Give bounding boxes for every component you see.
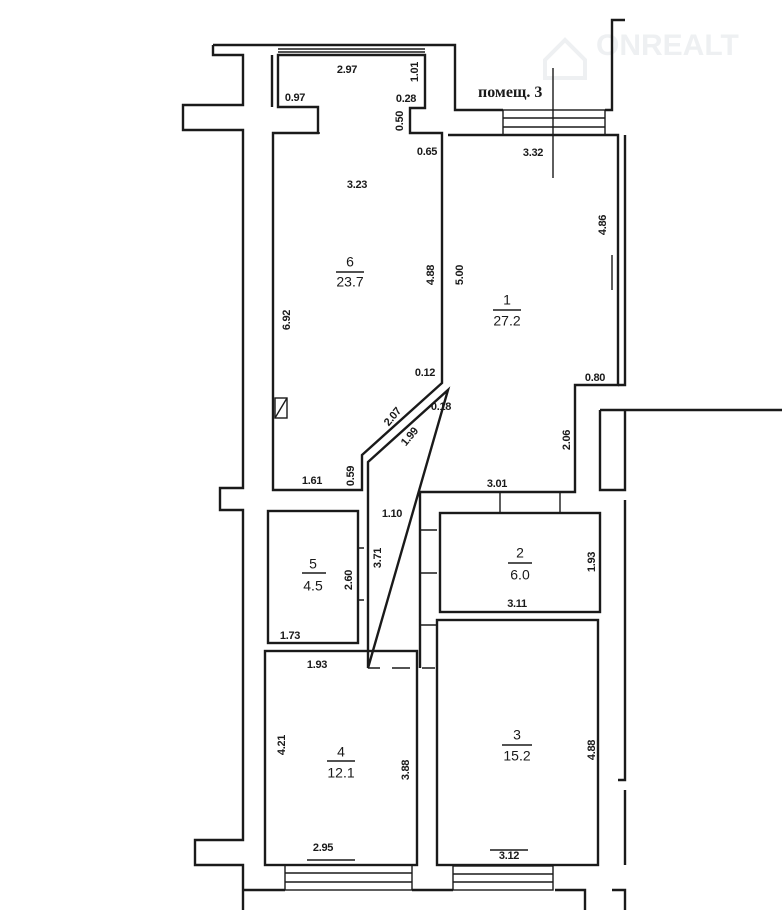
dimension-label: 0.59 <box>345 466 357 486</box>
dimension-label: 2.97 <box>337 64 357 76</box>
room-number: 4 <box>337 744 345 760</box>
vent-shaft <box>274 397 288 419</box>
dimension-label: 1.99 <box>399 425 421 448</box>
room-area: 12.1 <box>327 765 354 781</box>
dimension-label: 2.07 <box>382 405 404 428</box>
dimension-label: 3.01 <box>487 478 507 490</box>
room-number: 2 <box>516 545 524 561</box>
dimension-label: 4.88 <box>586 740 598 760</box>
room-number: 6 <box>346 254 354 270</box>
room-area: 4.5 <box>303 578 323 594</box>
dimension-label: 0.12 <box>415 367 435 379</box>
room-number: 1 <box>503 292 511 308</box>
room-number: 3 <box>513 727 521 743</box>
dimension-label: 1.10 <box>382 508 402 520</box>
dimension-label: 1.73 <box>280 630 300 642</box>
dimension-label: 1.93 <box>586 552 598 572</box>
dimension-label: 2.06 <box>561 430 573 450</box>
dimension-label: 3.88 <box>400 760 412 780</box>
dimension-label: 0.80 <box>585 372 605 384</box>
dimension-labels: 2.97 1.01 0.97 0.28 0.50 0.65 3.32 3.23 … <box>276 62 609 862</box>
room-number: 5 <box>309 556 317 572</box>
dimension-label: 3.71 <box>372 548 384 568</box>
dimension-label: 3.23 <box>347 179 367 191</box>
dimension-label: 3.32 <box>523 147 543 159</box>
room-area: 27.2 <box>493 313 520 329</box>
dimension-label: 2.95 <box>313 842 333 854</box>
window-room-4 <box>284 864 413 891</box>
dimension-label: 4.21 <box>276 735 288 755</box>
room-area: 6.0 <box>510 567 530 583</box>
watermark-brand: ONREALT <box>596 29 739 62</box>
dimension-label: 0.18 <box>431 401 451 413</box>
adjacent-premises-label: помещ. 3 <box>478 84 542 101</box>
dimension-label: 0.97 <box>285 92 305 104</box>
dimension-label: 4.86 <box>597 215 609 235</box>
room-5-label: 5 4.5 <box>302 556 326 594</box>
watermark-logo: ONREALT <box>543 29 739 80</box>
room-area: 23.7 <box>336 274 363 290</box>
room-2-outline <box>438 511 602 614</box>
dimension-label: 0.50 <box>394 111 406 131</box>
room-area: 15.2 <box>503 748 530 764</box>
room-1-outline <box>366 133 620 669</box>
room-1-label: 1 27.2 <box>493 292 521 329</box>
room-3-outline <box>435 618 600 867</box>
door-marks <box>420 492 561 626</box>
dimension-label: 2.60 <box>343 570 355 590</box>
dimension-label: 0.28 <box>396 93 416 105</box>
dimension-label: 1.93 <box>307 659 327 671</box>
room-5-outline <box>266 509 360 645</box>
dimension-label: 3.12 <box>499 850 519 862</box>
dimension-label: 5.00 <box>454 265 466 285</box>
window-room-3 <box>452 865 554 891</box>
dimension-label: 0.65 <box>417 146 437 158</box>
room-6-label: 6 23.7 <box>336 254 364 290</box>
dimension-label: 6.92 <box>281 310 293 330</box>
room-2-label: 2 6.0 <box>508 545 532 583</box>
dimension-label: 4.88 <box>425 265 437 285</box>
dimension-label: 1.01 <box>409 62 421 82</box>
room-3-label: 3 15.2 <box>502 727 532 764</box>
room-6-outline <box>271 53 444 492</box>
wall-marks <box>284 132 613 861</box>
house-icon <box>543 37 587 80</box>
dimension-label: 1.61 <box>302 475 322 487</box>
outer-walls <box>181 18 782 910</box>
window-room-1 <box>502 109 606 136</box>
room-4-label: 4 12.1 <box>327 744 355 781</box>
dimension-label: 3.11 <box>507 598 527 610</box>
door-marks-room5 <box>358 547 364 601</box>
window-balcony <box>278 48 425 53</box>
